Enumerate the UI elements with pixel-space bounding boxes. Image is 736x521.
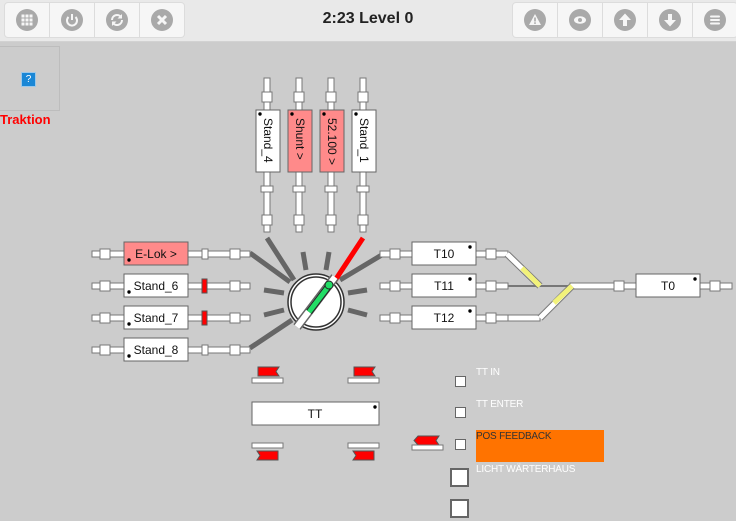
arrow-down-icon [659, 9, 681, 31]
warning-icon [524, 9, 546, 31]
view-button[interactable] [558, 3, 603, 37]
traktion-label: Traktion [0, 112, 51, 127]
turntable-rays [248, 236, 387, 351]
block-t10[interactable]: T10 [411, 241, 477, 266]
switch-lower[interactable] [537, 283, 575, 321]
right-button-group [512, 2, 736, 38]
turntable[interactable] [287, 273, 345, 331]
signal-stand-6[interactable] [201, 278, 208, 294]
output-unnamed[interactable] [450, 499, 469, 518]
block-stand-4[interactable]: Stand_4 [255, 109, 281, 173]
signal-stand-7[interactable] [201, 310, 208, 326]
block-label: Stand_7 [134, 311, 179, 325]
block-shunt[interactable]: Shunt > [287, 109, 313, 173]
arrow-up-icon [614, 9, 636, 31]
menu-button[interactable] [693, 3, 736, 37]
sensor-tt-in[interactable] [455, 376, 466, 387]
output-licht-waerterhaus[interactable] [450, 468, 469, 487]
pos-feedback-highlight [476, 430, 604, 462]
level-down-button[interactable] [648, 3, 693, 37]
sensor-label-tt-enter: TT ENTER [476, 399, 524, 410]
toolbar: 2:23 Level 0 [0, 0, 736, 42]
tt-signals [251, 366, 444, 461]
block-label: T11 [434, 279, 454, 293]
block-label: Shunt > [293, 118, 307, 160]
signal-tt-top-right [353, 366, 376, 377]
refresh-icon [106, 9, 128, 31]
block-t12[interactable]: T12 [411, 305, 477, 330]
block-label: Stand_4 [261, 118, 275, 163]
power-icon [61, 9, 83, 31]
signal-tt-bottom-left [256, 450, 279, 461]
close-icon [151, 9, 173, 31]
block-label: Stand_1 [357, 118, 371, 163]
block-stand-7[interactable]: Stand_7 [123, 305, 189, 330]
block-e-lok[interactable]: E-Lok > [123, 241, 189, 266]
block-stand-8[interactable]: Stand_8 [123, 337, 189, 362]
level-up-button[interactable] [603, 3, 648, 37]
output-label-licht: LICHT WÄRTERHAUS [476, 464, 576, 475]
signal-tt-bottom-right [352, 450, 375, 461]
block-label: 52.100 > [325, 118, 339, 165]
left-button-group [4, 2, 185, 38]
right-tracks [379, 248, 733, 324]
close-button[interactable] [140, 3, 184, 37]
active-ray [331, 236, 366, 284]
apps-button[interactable] [5, 3, 50, 37]
block-t11[interactable]: T11 [411, 273, 477, 298]
block-t0[interactable]: T0 [635, 273, 701, 298]
eye-icon [569, 9, 591, 31]
left-tracks [91, 248, 251, 356]
block-52-100[interactable]: 52.100 > [319, 109, 345, 173]
block-label: Stand_6 [134, 279, 179, 293]
block-label: TT [308, 407, 323, 421]
grid-icon [16, 9, 38, 31]
signal-pos-feedback [413, 435, 440, 446]
block-label: T12 [434, 311, 455, 325]
block-label: Stand_8 [134, 343, 179, 357]
block-stand-6[interactable]: Stand_6 [123, 273, 189, 298]
block-label: T0 [661, 279, 675, 293]
sensor-tt-enter[interactable] [455, 407, 466, 418]
block-stand-1[interactable]: Stand_1 [351, 109, 377, 173]
signal-tt-top-left [257, 366, 280, 377]
sensor-label-tt-in: TT IN [476, 367, 500, 378]
vertical-tracks [260, 77, 370, 233]
power-button[interactable] [50, 3, 95, 37]
refresh-button[interactable] [95, 3, 140, 37]
switch-upper[interactable] [504, 251, 543, 289]
help-icon[interactable]: ? [21, 72, 36, 87]
block-label: E-Lok > [135, 247, 177, 261]
sensor-label-pos-feedback: POS FEEDBACK [476, 431, 552, 442]
warning-button[interactable] [513, 3, 558, 37]
block-tt[interactable]: TT [251, 401, 380, 426]
traktion-panel: ? [0, 46, 60, 111]
menu-icon [704, 9, 726, 31]
block-label: T10 [434, 247, 455, 261]
sensor-pos-feedback[interactable] [455, 439, 466, 450]
